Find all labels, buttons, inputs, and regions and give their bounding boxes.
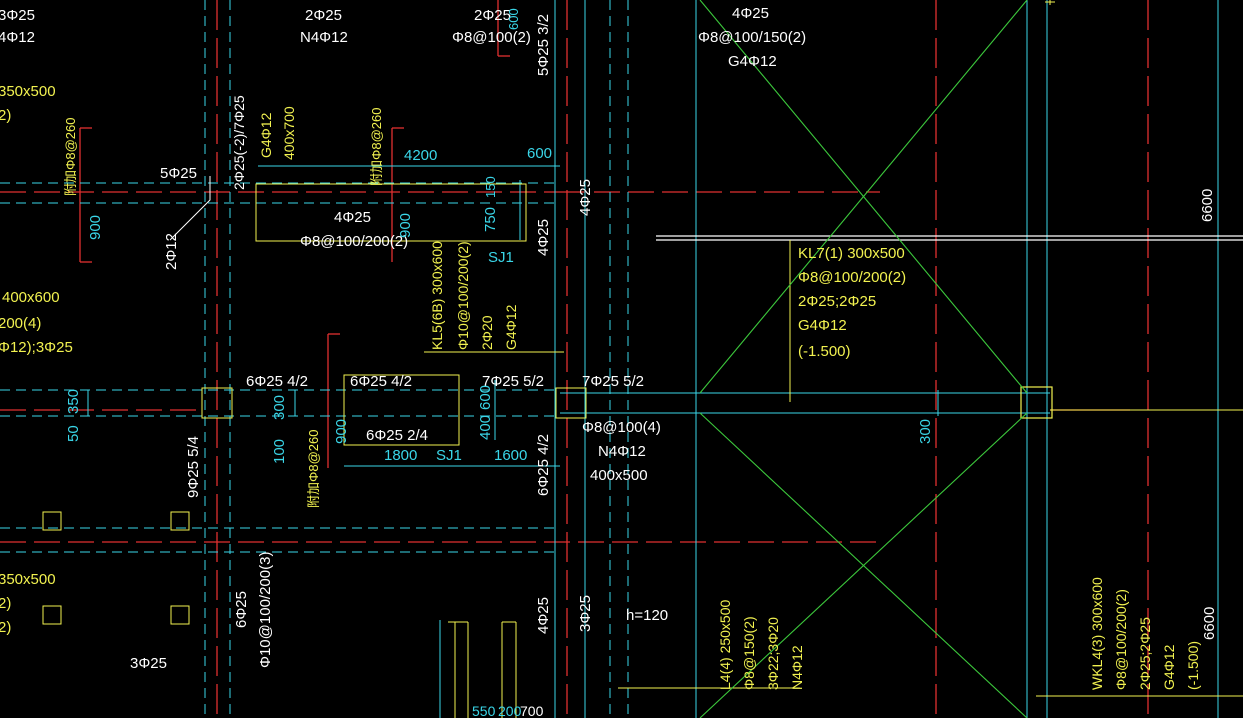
label-kl5-c: 2Φ20 xyxy=(479,315,495,350)
label-b-f: 550 xyxy=(472,703,496,718)
label-kl7-d: G4Φ12 xyxy=(798,317,847,334)
label-s-k: 1600 xyxy=(494,447,527,464)
label-top2-b: Φ8@100(2) xyxy=(452,29,531,46)
label-kl7-e: (-1.500) xyxy=(798,343,851,360)
label-tr-c: G4Φ12 xyxy=(728,53,777,70)
label-s-n: 附加Φ8@260 xyxy=(306,430,321,509)
label-tr-a: 4Φ25 xyxy=(732,5,769,22)
label-v1-c: 400x700 xyxy=(281,106,297,160)
label-ml-c: Φ12);3Φ25 xyxy=(0,339,73,356)
label-m-e: Φ8@100/200(2) xyxy=(300,233,408,250)
label-wkl-d: G4Φ12 xyxy=(1161,644,1177,690)
label-s-q: Φ8@100(4) xyxy=(582,419,661,436)
label-s-s: 400x500 xyxy=(590,467,648,484)
label-m-k: 4Φ25 xyxy=(535,219,552,256)
label-tl-b: 4Φ12 xyxy=(0,29,35,46)
label-ml-a: 400x600 xyxy=(2,289,60,306)
label-s-h: 6Φ25 2/4 xyxy=(366,427,428,444)
label-m-h: 150 xyxy=(483,176,498,198)
label-wkl-a: WKL4(3) 300x600 xyxy=(1089,577,1105,690)
label-top3-dim: 600 xyxy=(506,8,521,30)
label-b-b: Φ10@100/200(3) xyxy=(257,552,274,668)
label-wkl-c: 2Φ25;2Φ25 xyxy=(1137,617,1153,690)
label-l4-d: N4Φ12 xyxy=(789,645,805,690)
label-bl-a: 350x500 xyxy=(0,571,56,588)
label-ml-d: 350 xyxy=(65,389,82,414)
label-lf-c: 5Φ25 xyxy=(160,165,197,182)
label-wkl-e: (-1.500) xyxy=(1185,641,1201,690)
annotation-texts: 3Φ25 4Φ12 350x500 2) 2Φ25 N4Φ12 2Φ25 Φ8@… xyxy=(0,5,1218,718)
label-s-j: SJ1 xyxy=(436,447,462,464)
label-kl5-b: Φ10@100/200(2) xyxy=(455,241,471,350)
label-ml-b: 200(4) xyxy=(0,315,41,332)
label-s-f: 600 xyxy=(477,385,494,410)
label-s-d: 7Φ25 5/2 xyxy=(582,373,644,390)
beam-lines xyxy=(0,0,1149,718)
label-tr-b: Φ8@100/150(2) xyxy=(698,29,806,46)
label-bl-c: 2) xyxy=(0,619,11,636)
label-s-l: 100 xyxy=(271,439,288,464)
label-s-a: 6Φ25 4/2 xyxy=(246,373,308,390)
label-ml-e: 50 xyxy=(65,425,82,442)
label-wkl-f: 6600 xyxy=(1201,607,1218,640)
label-kl5-a: KL5(6B) 300x600 xyxy=(429,241,445,350)
label-kl7-b: Φ8@100/200(2) xyxy=(798,269,906,286)
label-top1-a: 2Φ25 xyxy=(305,7,342,24)
label-m-j: 4Φ25 xyxy=(577,179,594,216)
label-m-f: 900 xyxy=(397,213,414,238)
label-r-dim: 6600 xyxy=(1199,189,1216,222)
label-v1-a: 2Φ25(-2)/7Φ25 xyxy=(231,95,247,190)
label-top2-a: 2Φ25 xyxy=(474,7,511,24)
label-s-p: 6Φ25 4/2 xyxy=(535,434,552,496)
label-lf-a: 附加Φ8@260 xyxy=(63,118,78,197)
label-m-g: 750 xyxy=(482,207,499,232)
label-l4-c: 3Φ22;3Φ20 xyxy=(765,617,781,690)
label-b-d: 3Φ25 xyxy=(577,595,594,632)
label-s-b: 6Φ25 4/2 xyxy=(350,373,412,390)
label-tl-c: 350x500 xyxy=(0,83,56,100)
label-bl-b: 2) xyxy=(0,595,11,612)
label-b-a: 6Φ25 xyxy=(233,591,250,628)
outlines xyxy=(42,0,1243,718)
label-m-a: 附加Φ8@260 xyxy=(369,108,384,187)
label-b-h: 700 xyxy=(520,703,544,718)
label-m-c: 600 xyxy=(527,145,552,162)
label-top1-b: N4Φ12 xyxy=(300,29,348,46)
label-top3: 5Φ25 3/2 xyxy=(535,14,552,76)
label-s-e: 300 xyxy=(271,395,288,420)
label-tl-a: 3Φ25 xyxy=(0,7,35,24)
label-bl-d: 3Φ25 xyxy=(130,655,167,672)
label-b-e: h=120 xyxy=(626,607,668,624)
cross-bracing xyxy=(699,0,1028,718)
label-s-c: 7Φ25 5/2 xyxy=(482,373,544,390)
label-v1-b: G4Φ12 xyxy=(258,112,274,158)
label-wkl-b: Φ8@100/200(2) xyxy=(1113,589,1129,690)
label-s-g: 400 xyxy=(477,415,494,440)
label-l4-b: Φ8@150(2) xyxy=(741,616,757,690)
label-s-t: 300 xyxy=(917,419,934,444)
label-lf-b: 900 xyxy=(87,215,104,240)
label-l4-a: L4(4) 250x500 xyxy=(717,599,733,690)
label-tl-d: 2) xyxy=(0,107,11,124)
label-s-i: 1800 xyxy=(384,447,417,464)
label-m-d: 4Φ25 xyxy=(334,209,371,226)
label-s-r: N4Φ12 xyxy=(598,443,646,460)
label-m-b: 4200 xyxy=(404,147,437,164)
label-kl5-d: G4Φ12 xyxy=(503,304,519,350)
label-s-o: 9Φ25 5/4 xyxy=(185,436,202,498)
label-kl7-a: KL7(1) 300x500 xyxy=(798,245,905,262)
label-b-c: 4Φ25 xyxy=(535,597,552,634)
label-kl7-c: 2Φ25;2Φ25 xyxy=(798,293,876,310)
label-s-m: 900 xyxy=(333,419,350,444)
label-m-i: SJ1 xyxy=(488,249,514,266)
label-lf-d: 2Φ12 xyxy=(163,233,180,270)
label-b-g: 200 xyxy=(498,703,522,718)
